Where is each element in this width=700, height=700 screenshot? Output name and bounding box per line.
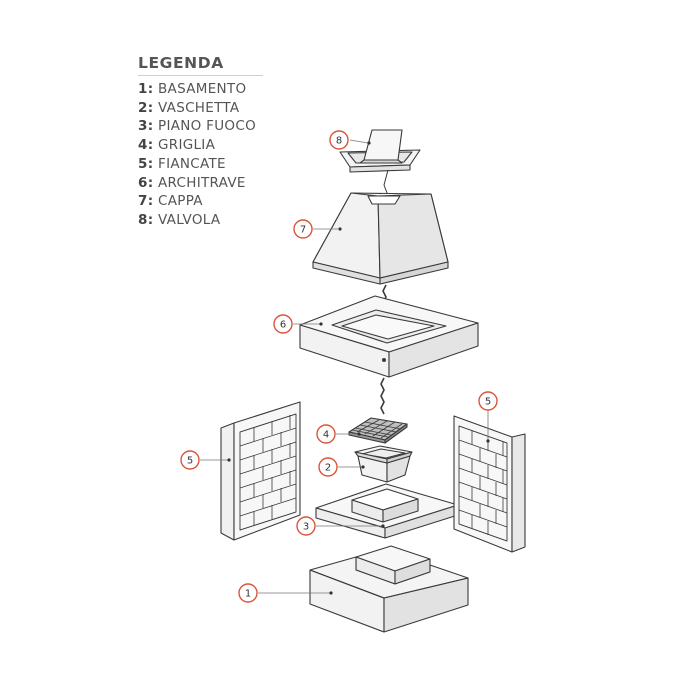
part-base: [309, 545, 469, 633]
callout-number: 5: [187, 456, 193, 467]
legend-label: ARCHITRAVE: [158, 174, 246, 191]
legend-title: LEGENDA: [138, 54, 263, 76]
callout-5-left: 5: [180, 450, 200, 470]
legend-label: CAPPA: [158, 193, 203, 210]
legend-num: 1:: [138, 81, 154, 97]
legend-item-8: 8: VALVOLA: [138, 211, 278, 230]
callout-7: 7: [293, 219, 313, 239]
callout-6: 6: [273, 314, 293, 334]
legend-num: 4:: [138, 137, 154, 154]
part-fire-plate: [315, 483, 459, 539]
legend-item-6: 6: ARCHITRAVE: [138, 174, 278, 193]
callout-2: 2: [318, 457, 338, 477]
legend-num: 6:: [138, 174, 154, 191]
legend-num: 3:: [138, 118, 154, 135]
callout-ring: [273, 314, 293, 334]
legend-label: VALVOLA: [158, 211, 221, 228]
legend-label: FIANCATE: [158, 155, 226, 172]
callout-3: 3: [296, 516, 316, 536]
legend: LEGENDA 1: BASAMENTO 2: VASCHETTA 3: PIA…: [138, 54, 278, 230]
legend-list: 1: BASAMENTO 2: VASCHETTA 3: PIANO FUOCO…: [138, 80, 278, 230]
legend-num: 8:: [138, 211, 154, 228]
callout-4: 4: [316, 424, 336, 444]
legend-item-7: 7: CAPPA: [138, 192, 278, 211]
part-tray: [354, 445, 413, 483]
callout-ring: [238, 583, 258, 603]
callout-ring: [316, 424, 336, 444]
legend-num: 5:: [138, 155, 154, 172]
legend-label: VASCHETTA: [158, 99, 240, 116]
callout-number: 1: [245, 589, 251, 600]
legend-item-1: 1: BASAMENTO: [138, 80, 278, 99]
callout-number: 2: [325, 463, 331, 474]
part-lintel: [299, 295, 479, 378]
callout-ring: [296, 516, 316, 536]
legend-num: 2:: [138, 99, 154, 116]
leader-lines: [200, 139, 489, 594]
chain-lower: [380, 377, 385, 415]
legend-label: BASAMENTO: [158, 81, 247, 97]
callout-5-right: 5: [478, 391, 498, 411]
part-side-right: [453, 415, 526, 553]
callout-number: 7: [300, 225, 306, 236]
legend-num: 7:: [138, 193, 154, 210]
part-hood: [312, 192, 449, 285]
callout-number: 3: [303, 522, 309, 533]
part-grill: [348, 417, 408, 444]
part-valve: [339, 129, 421, 173]
legend-label: GRIGLIA: [158, 137, 216, 154]
callout-ring: [478, 391, 498, 411]
part-side-left: [220, 401, 301, 541]
callout-number: 6: [280, 320, 286, 331]
callout-ring: [318, 457, 338, 477]
callout-ring: [329, 130, 349, 150]
callout-number: 8: [336, 136, 342, 147]
callout-1: 1: [238, 583, 258, 603]
callout-number: 5: [485, 397, 491, 408]
legend-item-2: 2: VASCHETTA: [138, 99, 278, 118]
legend-label: PIANO FUOCO: [158, 118, 256, 135]
callout-ring: [180, 450, 200, 470]
callout-ring: [293, 219, 313, 239]
legend-item-5: 5: FIANCATE: [138, 155, 278, 174]
legend-item-3: 3: PIANO FUOCO: [138, 117, 278, 136]
legend-item-4: 4: GRIGLIA: [138, 136, 278, 155]
leader-dots: [227, 141, 490, 595]
lintel-hole: [382, 358, 386, 362]
callout-8: 8: [329, 130, 349, 150]
callout-number: 4: [323, 430, 329, 441]
